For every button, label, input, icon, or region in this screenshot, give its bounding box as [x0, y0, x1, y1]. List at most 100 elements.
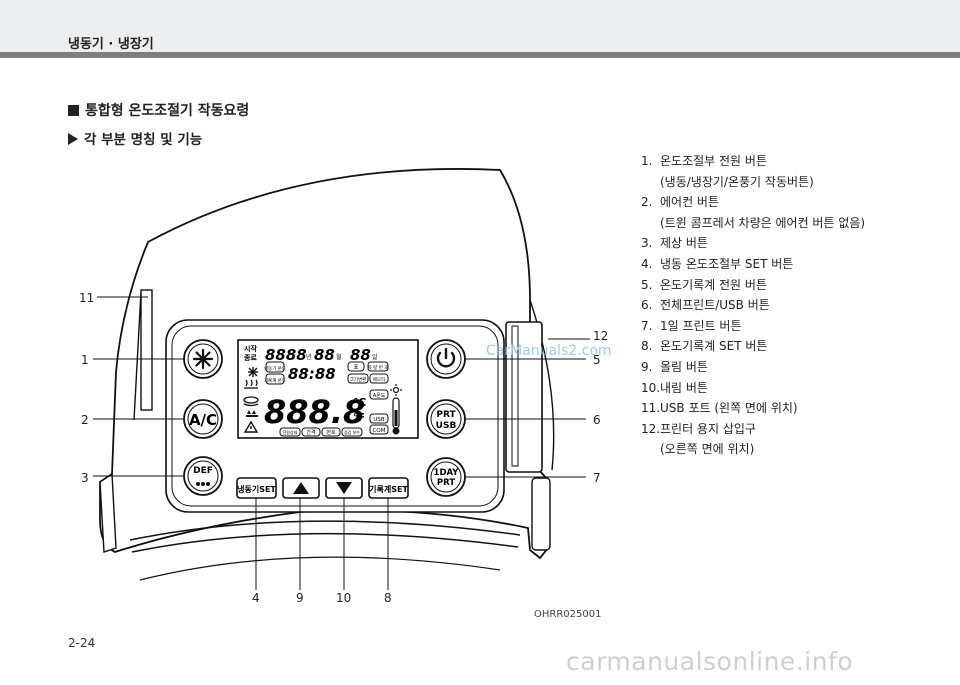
callout-12: 12: [593, 329, 608, 343]
callout-3: 3: [81, 471, 89, 485]
lcd-bottom-1-text: 전원상태: [283, 429, 298, 435]
lcd-tag-a-text: 냉동기 온도: [264, 365, 286, 372]
lcd-tag-b: [265, 373, 285, 385]
lcd-tag-usb-text: USB: [373, 417, 385, 423]
down-arrow-icon: [336, 482, 352, 494]
lcd-tag-clean-text: 크기변환: [350, 376, 367, 383]
lcd-day: 88: [350, 346, 371, 364]
list-item: 11.USB 포트 (왼쪽 면에 위치): [641, 401, 798, 416]
list-item: 7.1일 프린트 버튼: [641, 318, 742, 333]
page-number: 2-24: [68, 636, 96, 650]
lcd-tag-auto: [369, 389, 389, 400]
lcd-bottom-3-text: 번호: [326, 429, 336, 436]
left-foot: [99, 472, 117, 553]
usb-port: [140, 289, 153, 411]
ac-button-label: A/C: [189, 411, 217, 429]
list-item: 2.에어컨 버튼: [641, 195, 720, 210]
callout-6: 6: [593, 413, 601, 427]
callout-5: 5: [593, 353, 601, 367]
lcd-bottom-1: [279, 427, 301, 437]
watermark-bottom: carmanualsonline.info: [566, 647, 854, 676]
lcd-tag-com: [369, 424, 389, 435]
water-drop-icon: [196, 482, 210, 486]
lcd-warning-icon: [243, 420, 259, 433]
usb-label: USB: [436, 421, 457, 431]
print-label: PRT: [436, 410, 456, 420]
lcd-bottom-2-text: 간격: [306, 429, 315, 436]
power-icon: [436, 347, 456, 368]
housing-left-edge: [133, 291, 142, 421]
lcd-tag-pyo: [347, 361, 365, 372]
list-item: 5.온도기록계 전원 버튼: [641, 277, 767, 292]
lcd-thermometer-icon: [392, 397, 400, 435]
recorder-set-button[interactable]: 기록계SET: [368, 477, 409, 499]
lcd-tag-com-text: COM: [373, 428, 386, 434]
header-rule: [0, 52, 960, 58]
lcd-bottom-3: [321, 427, 341, 437]
callout-1: 1: [81, 353, 89, 367]
callout-10: 10: [336, 591, 351, 605]
lcd-year: 8888: [265, 346, 307, 364]
lcd-unit-c: ℃: [353, 396, 366, 409]
ac-button[interactable]: A/C: [183, 399, 223, 439]
figure-code: OHRR025001: [534, 609, 602, 620]
list-item-continuation: (트윈 콤프레서 차량은 에어컨 버튼 없음): [660, 215, 866, 230]
lcd-month: 88: [314, 346, 335, 364]
snowflake-icon: [192, 348, 214, 370]
list-item-continuation: (냉동/냉장기/온풍기 작동버튼): [660, 174, 814, 189]
lcd-temp: 888.8: [264, 393, 365, 431]
front-panel-inner: [171, 325, 499, 507]
subsection-title-text: 각 부분 명칭 및 기능: [84, 132, 203, 148]
callout-9: 9: [296, 591, 304, 605]
lcd-tag-chil: [367, 361, 389, 372]
subsection-title: 각 부분 명칭 및 기능: [68, 128, 202, 148]
list-item: 3.제상 버튼: [641, 236, 708, 251]
defrost-button[interactable]: DEF: [183, 456, 223, 496]
down-button[interactable]: [325, 477, 363, 499]
recorder-set-label: 기록계SET: [369, 484, 408, 494]
right-foot: [531, 477, 551, 551]
callout-8: 8: [384, 591, 392, 605]
printer-slot-inner: [511, 325, 519, 467]
lcd-unit-year: 년: [306, 353, 312, 361]
freezer-set-button[interactable]: 냉동기SET: [236, 477, 277, 499]
lcd-start: 시작: [244, 344, 257, 353]
lcd-tag-usb: [369, 413, 389, 424]
square-bullet-icon: [68, 105, 79, 116]
bottom-strap-2: [131, 532, 519, 553]
list-item-continuation: (오른쪽 면에 위치): [660, 442, 755, 457]
section-title: 통합형 온도조절기 작동요령: [68, 100, 249, 120]
lcd-tag-mem-text: 메모리: [373, 376, 385, 383]
callout-numbers: 11 1 2 3 12 5 6 7 4 9 10 8: [79, 291, 608, 605]
lcd-tag-clean: [347, 373, 369, 384]
up-button[interactable]: [282, 477, 320, 499]
list-item: 9.올림 버튼: [641, 359, 708, 374]
lcd-time: 88:88: [288, 365, 336, 383]
list-item: 8.온도기록계 SET 버튼: [641, 339, 768, 354]
list-item: 4.냉동 온도조절부 SET 버튼: [641, 256, 794, 271]
parts-list: 1.온도조절부 전원 버튼 (냉동/냉장기/온풍기 작동버튼) 2.에어컨 버튼…: [641, 151, 865, 460]
one-day-print-label: PRT: [437, 478, 455, 488]
lcd-tag-a: [265, 361, 285, 373]
lcd-fan-icon: [243, 396, 259, 407]
lcd-bottom-4: [341, 427, 363, 437]
callout-4: 4: [252, 591, 260, 605]
list-item: 6.전체프린트/USB 버튼: [641, 298, 770, 313]
section-title-text: 통합형 온도조절기 작동요령: [85, 103, 250, 119]
lcd-end: 종료: [244, 354, 257, 362]
recorder-power-button[interactable]: [426, 339, 466, 379]
watermark-top: CarManuals2.com: [486, 343, 612, 359]
page-header: 냉동기 · 냉장기: [0, 0, 960, 58]
list-item: 12.프린터 용지 삽입구: [641, 421, 756, 436]
lcd-tag-pyo-text: 표: [353, 364, 358, 371]
lcd-unit-day: 일: [372, 353, 378, 361]
lcd-heat-icon: [244, 379, 258, 389]
freezer-power-button[interactable]: [183, 339, 223, 379]
one-day-print-button[interactable]: 1DAY PRT: [426, 457, 466, 497]
callout-lines: [93, 296, 590, 590]
callout-2: 2: [81, 413, 89, 427]
print-usb-button[interactable]: PRT USB: [426, 399, 466, 439]
bottom-strap: [129, 520, 521, 541]
bottom-strap-3: [139, 556, 501, 581]
